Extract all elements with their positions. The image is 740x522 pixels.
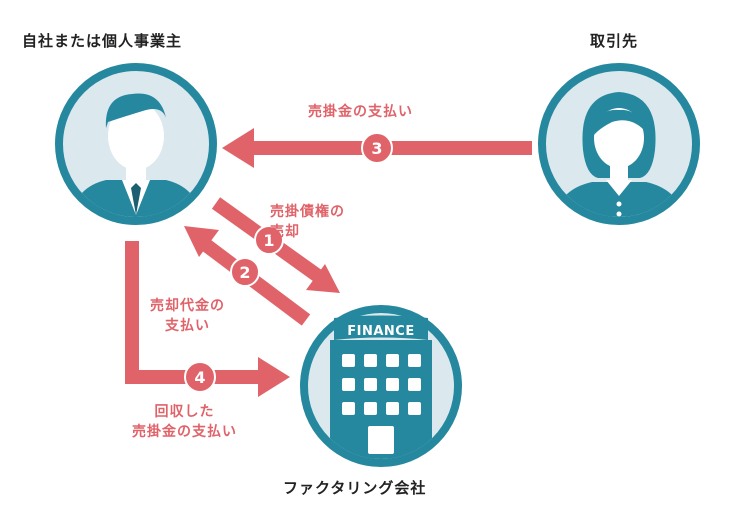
badge-3: 3 (361, 132, 393, 164)
arrow-2 (184, 226, 311, 326)
flow-1-line-1: 売掛債権の (270, 204, 345, 220)
flow-4-line-2: 売掛金の支払い (132, 424, 237, 440)
flow-1-label: 売掛債権の 売却 (270, 202, 345, 242)
flow-3-label: 売掛金の支払い (308, 102, 413, 122)
building-sign-text: FINANCE (347, 324, 414, 339)
factoring-building: FINANCE (300, 305, 462, 467)
svg-text:4: 4 (194, 368, 205, 387)
flow-2-line-1: 売却代金の (150, 298, 225, 314)
flow-4-label: 回収した 売掛金の支払い (132, 402, 237, 442)
self-label: 自社または個人事業主 (22, 32, 183, 50)
partner-label: 取引先 (590, 32, 639, 50)
flow-3-line-1: 売掛金の支払い (308, 104, 413, 120)
factoring-label: ファクタリング会社 (283, 479, 427, 497)
svg-text:3: 3 (371, 139, 382, 158)
partner-avatar (538, 63, 700, 225)
badge-2: 2 (230, 257, 260, 287)
flow-4-line-1: 回収した (154, 404, 215, 420)
flow-1-line-2: 売却 (270, 224, 300, 240)
badge-4: 4 (184, 361, 216, 393)
flow-2-label: 売却代金の 支払い (150, 296, 225, 336)
svg-text:1: 1 (263, 231, 274, 250)
badge-1: 1 (254, 225, 284, 255)
flow-2-line-2: 支払い (165, 318, 210, 334)
svg-text:2: 2 (239, 263, 250, 282)
self-avatar (55, 63, 217, 225)
